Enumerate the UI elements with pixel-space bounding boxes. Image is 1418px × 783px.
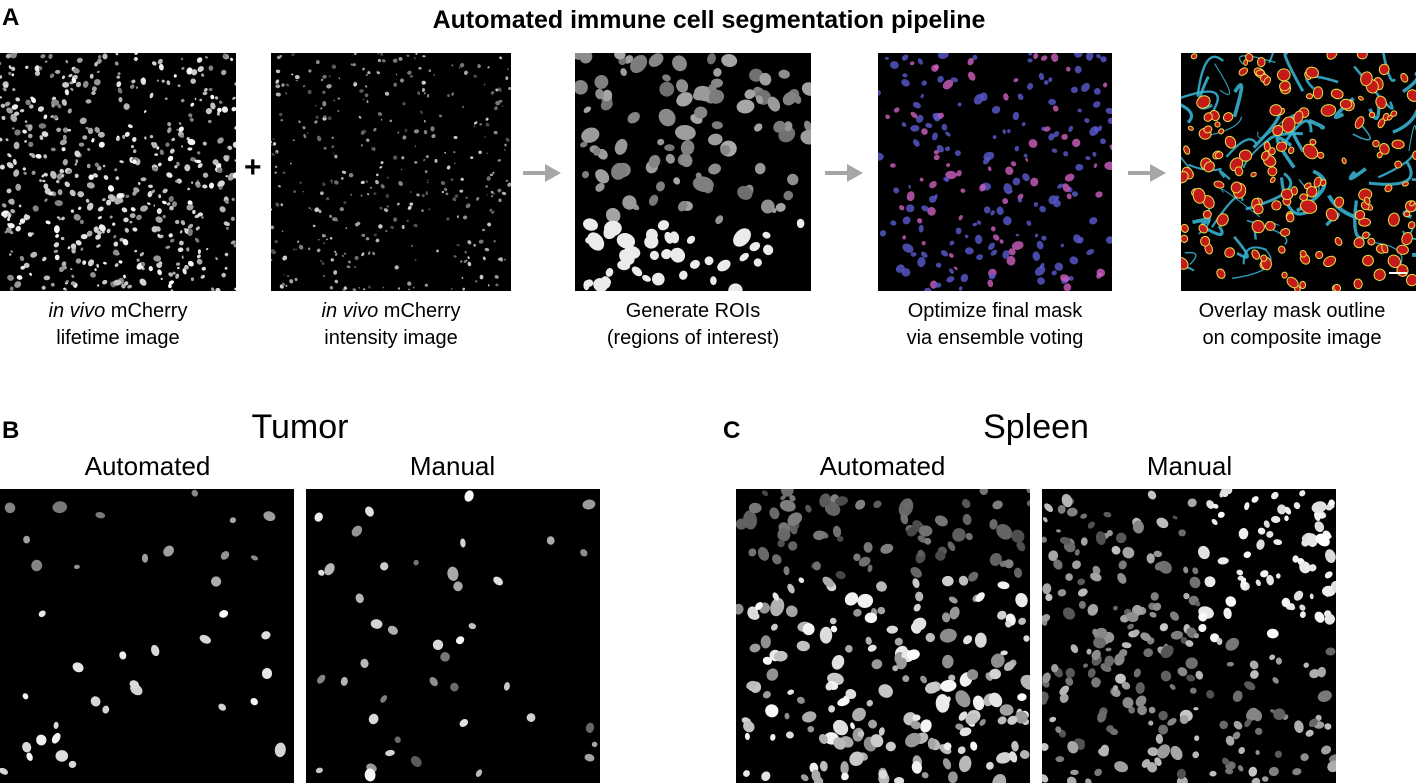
spleen-title: Spleen xyxy=(983,408,1089,446)
roi-image xyxy=(575,53,811,291)
right-arrow-icon xyxy=(825,164,863,182)
panel-a-letter: A xyxy=(2,4,20,31)
ensemble-mask-image xyxy=(878,53,1112,291)
caption-lifetime: in vivo mCherry lifetime image xyxy=(48,300,188,349)
caption-overlay: Overlay mask outline on composite image xyxy=(1198,300,1386,349)
spleen-automated-image xyxy=(736,489,1030,783)
spleen-manual-image xyxy=(1042,489,1336,783)
tumor-automated-label: Automated xyxy=(84,451,211,481)
tumor-manual-image xyxy=(306,489,600,783)
panel-c-letter: C xyxy=(723,417,741,444)
tumor-title: Tumor xyxy=(251,408,349,446)
panel-b-letter: B xyxy=(2,417,20,444)
tumor-manual-label: Manual xyxy=(409,451,496,481)
overlay-composite-image xyxy=(1181,53,1416,291)
caption-ensemble: Optimize final mask via ensemble voting xyxy=(906,300,1084,349)
panel-a-title: Automated immune cell segmentation pipel… xyxy=(432,6,986,34)
lifetime-image xyxy=(0,53,236,291)
caption-roi: Generate ROIs (regions of interest) xyxy=(606,300,780,349)
intensity-image xyxy=(271,53,511,291)
spleen-automated-label: Automated xyxy=(819,451,946,481)
right-arrow-icon xyxy=(523,164,561,182)
tumor-automated-image xyxy=(0,489,294,783)
caption-intensity: in vivo mCherry intensity image xyxy=(321,300,461,349)
plus-sign: + xyxy=(244,151,262,184)
right-arrow-icon xyxy=(1128,164,1166,182)
spleen-manual-label: Manual xyxy=(1146,451,1233,481)
